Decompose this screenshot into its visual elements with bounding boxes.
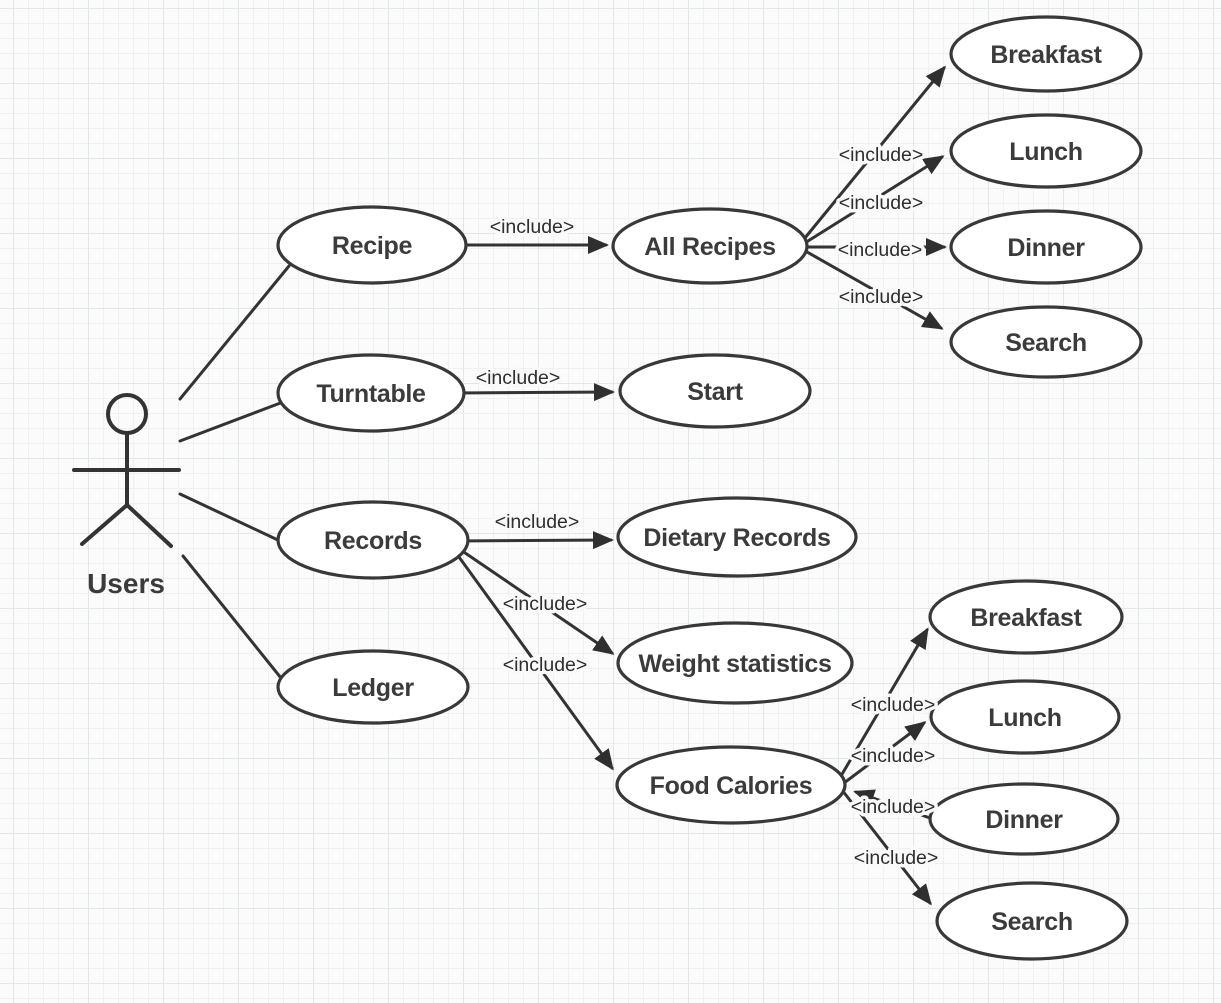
usecase-node-lunch-top: Lunch — [949, 113, 1143, 189]
edge-foodcalories-lunch — [838, 721, 927, 788]
usecase-ellipse-dinner-bottom — [928, 782, 1120, 856]
usecase-ellipse-breakfast-bottom — [928, 579, 1124, 655]
usecase-ellipse-search-bottom — [935, 881, 1129, 961]
usecase-label-records: Records — [324, 527, 422, 555]
usecase-label-search-bottom: Search — [991, 908, 1073, 936]
usecase-label-lunch-top: Lunch — [1009, 138, 1083, 166]
include-label: <include> — [495, 511, 580, 533]
usecase-node-breakfast-bottom: Breakfast — [928, 579, 1124, 655]
usecase-label-start: Start — [687, 378, 743, 406]
usecase-ellipse-lunch-top — [949, 113, 1143, 189]
include-label: <include> — [839, 192, 924, 214]
usecase-ellipse-ledger — [276, 649, 470, 725]
usecase-ellipse-breakfast-top — [949, 15, 1143, 93]
include-label: <include> — [851, 796, 936, 818]
usecase-label-dietary-records: Dietary Records — [643, 524, 830, 552]
edge-foodcalories-breakfast — [836, 627, 929, 783]
usecase-node-dinner-top: Dinner — [949, 209, 1143, 285]
include-edges — [449, 65, 947, 906]
usecase-node-search-bottom: Search — [935, 881, 1129, 961]
edge-records-weight — [450, 542, 615, 655]
edge-foodcalories-search — [840, 788, 932, 906]
edge-turntable-start — [453, 383, 615, 402]
usecase-label-dinner-top: Dinner — [1007, 234, 1085, 262]
usecase-node-food-calories: Food Calories — [615, 745, 847, 825]
usecase-node-turntable: Turntable — [276, 353, 466, 433]
usecase-ellipse-search-top — [949, 305, 1143, 379]
include-label: <include> — [839, 144, 924, 166]
usecase-label-breakfast-top: Breakfast — [990, 41, 1102, 69]
edge-users-recipe — [178, 264, 291, 401]
usecase-label-all-recipes: All Recipes — [644, 233, 775, 261]
actor-label: Users — [87, 568, 165, 599]
usecase-node-breakfast-top: Breakfast — [949, 15, 1143, 93]
actor-leg-left — [80, 503, 129, 546]
usecase-ellipse-weight-statistics — [616, 621, 854, 705]
edge-allrecipes-search — [798, 246, 944, 330]
edge-records-foodcalories — [449, 544, 614, 771]
usecase-node-dinner-bottom: Dinner — [928, 782, 1120, 856]
usecase-ellipse-dinner-top — [949, 209, 1143, 285]
edge-dinner-foodcalories — [853, 789, 932, 820]
usecase-ellipse-lunch-bottom — [929, 679, 1121, 755]
edge-allrecipes-breakfast — [798, 65, 946, 246]
usecase-label-breakfast-bottom: Breakfast — [970, 604, 1082, 632]
edge-records-dietary — [453, 531, 614, 550]
usecase-label-search-top: Search — [1005, 329, 1087, 357]
actor-leg-right — [125, 503, 173, 548]
usecase-label-recipe: Recipe — [332, 232, 413, 260]
edge-users-ledger — [181, 554, 283, 680]
include-label: <include> — [854, 847, 939, 869]
usecase-label-weight-statistics: Weight statistics — [638, 650, 831, 678]
usecase-node-all-recipes: All Recipes — [611, 207, 809, 285]
actor-associations — [178, 264, 291, 680]
actor-head — [106, 393, 148, 435]
usecase-node-ledger: Ledger — [276, 649, 470, 725]
usecase-label-ledger: Ledger — [332, 674, 414, 702]
usecase-label-food-calories: Food Calories — [650, 772, 813, 800]
include-label: <include> — [838, 239, 923, 261]
usecase-node-dietary-records: Dietary Records — [616, 496, 858, 578]
usecase-label-turntable: Turntable — [316, 380, 426, 408]
include-label: <include> — [851, 694, 936, 716]
usecase-node-records: Records — [276, 500, 470, 580]
edge-users-turntable — [178, 400, 285, 443]
usecase-ellipse-records — [276, 500, 470, 580]
usecase-ellipse-turntable — [276, 353, 466, 433]
usecase-node-recipe: Recipe — [276, 205, 468, 285]
usecase-ellipse-food-calories — [615, 745, 847, 825]
include-label: <include> — [851, 745, 936, 767]
usecase-node-search-top: Search — [949, 305, 1143, 379]
usecase-node-start: Start — [618, 353, 812, 429]
usecase-label-lunch-bottom: Lunch — [988, 704, 1062, 732]
usecase-ellipse-start — [618, 353, 812, 429]
edge-users-records — [178, 492, 282, 543]
usecase-ellipse-recipe — [276, 205, 468, 285]
usecase-ellipse-all-recipes — [611, 207, 809, 285]
include-label: <include> — [490, 216, 575, 238]
usecase-node-weight-statistics: Weight statistics — [616, 621, 854, 705]
actor-users: Users — [72, 393, 181, 599]
include-label: <include> — [503, 654, 588, 676]
edge-allrecipes-lunch — [798, 155, 945, 248]
usecase-node-lunch-bottom: Lunch — [929, 679, 1121, 755]
include-labels: <include> <include> <include> <include> … — [472, 141, 942, 873]
include-label: <include> — [503, 593, 588, 615]
usecase-label-dinner-bottom: Dinner — [985, 806, 1063, 834]
usecase-ellipse-dietary-records — [616, 496, 858, 578]
include-label: <include> — [476, 367, 561, 389]
include-label: <include> — [839, 286, 924, 308]
